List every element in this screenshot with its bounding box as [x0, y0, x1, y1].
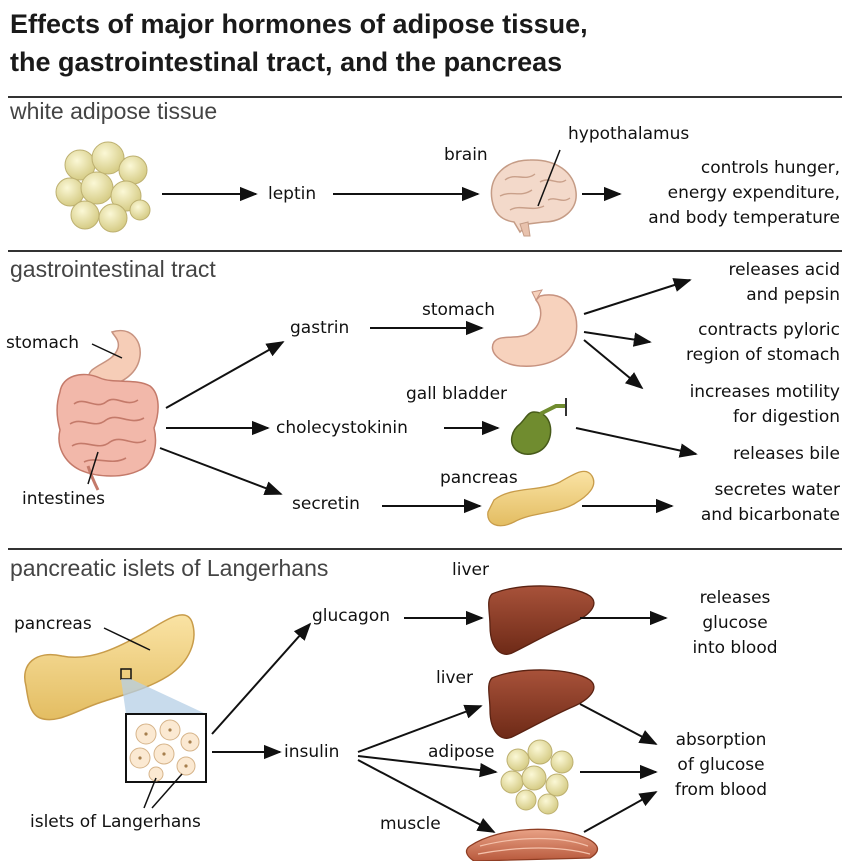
stomach-source-label: stomach [6, 333, 80, 353]
pancreas-icon [487, 470, 595, 527]
effect-glucose-release-line-3: into blood [692, 638, 778, 658]
adipose-label: adipose [428, 742, 495, 762]
glucagon-label: glucagon [312, 606, 391, 626]
effect-absorption-line-3: from blood [674, 780, 768, 800]
effect-bicarbonate-line-2: and bicarbonate [700, 505, 840, 525]
effect-pyloric-line-2: region of stomach [686, 345, 840, 365]
insulin-label: insulin [284, 742, 340, 762]
section-divider [8, 96, 842, 98]
section-heading-gi: gastrointestinal tract [10, 256, 216, 282]
liver-icon-1 [488, 585, 595, 655]
pancreas-gi-label: pancreas [440, 468, 518, 488]
stomach-target-label: stomach [422, 300, 496, 320]
effect-bile: releases bile [733, 444, 840, 464]
effect-absorption-line-2: of glucose [677, 755, 765, 775]
effect-bicarbonate-line-1: secretes water [714, 480, 840, 500]
page-title-line-2: the gastrointestinal tract, and the panc… [10, 47, 563, 77]
section-divider [8, 548, 842, 550]
liver-label-2: liver [436, 668, 473, 688]
effect-glucose-release-line-1: releases [699, 588, 771, 608]
adipose-effect-line-2: energy expenditure, [667, 183, 840, 203]
adipose-effect-line-3: and body temperature [648, 208, 840, 228]
effect-acid-line-1: releases acid [728, 260, 840, 280]
liver-label-1: liver [452, 560, 489, 580]
liver-icon-2 [488, 669, 595, 739]
islets-magnified-icon [125, 713, 207, 783]
intestines-label: intestines [22, 489, 105, 509]
pancreas-islets-label: pancreas [14, 614, 92, 634]
section-divider [8, 250, 842, 252]
adipose-icon [500, 739, 574, 815]
intestines-leader [87, 451, 99, 485]
gall-bladder-icon [510, 398, 567, 455]
gall-bladder-label: gall bladder [406, 384, 508, 404]
effect-acid-line-2: and pepsin [746, 285, 840, 305]
fat-cluster-icon [55, 141, 151, 233]
leptin-label: leptin [268, 184, 317, 204]
muscle-label: muscle [380, 814, 441, 834]
section-heading-adipose: white adipose tissue [10, 98, 218, 124]
brain-label: brain [444, 145, 488, 165]
effect-absorption-line-1: absorption [675, 730, 767, 750]
effect-pyloric-line-1: contracts pyloric [698, 320, 840, 340]
page-title-line-1: Effects of major hormones of adipose tis… [10, 9, 588, 39]
gastrin-label: gastrin [290, 318, 350, 338]
stomach-leader [91, 343, 123, 359]
adipose-effect-line-1: controls hunger, [700, 158, 840, 178]
section-heading-islets: pancreatic islets of Langerhans [10, 555, 329, 581]
zoom-callout [121, 679, 206, 714]
brain-icon [490, 159, 577, 237]
hypothalamus-leader [537, 149, 561, 207]
islets-leader-2 [151, 773, 183, 809]
secretin-label: secretin [292, 494, 360, 514]
stomach-icon [491, 289, 578, 367]
effect-glucose-release-line-2: glucose [702, 613, 768, 633]
pancreas-leader [103, 627, 151, 651]
effect-motility-line-2: for digestion [733, 407, 840, 427]
pancreas-large-icon [24, 614, 195, 721]
digestive-tract-icon [56, 329, 159, 491]
islets-of-langerhans-label: islets of Langerhans [30, 812, 201, 832]
hypothalamus-label: hypothalamus [568, 124, 690, 144]
cholecystokinin-label: cholecystokinin [276, 418, 408, 438]
muscle-icon [465, 828, 599, 861]
islets-leader-1 [143, 777, 157, 809]
effect-motility-line-1: increases motility [689, 382, 840, 402]
